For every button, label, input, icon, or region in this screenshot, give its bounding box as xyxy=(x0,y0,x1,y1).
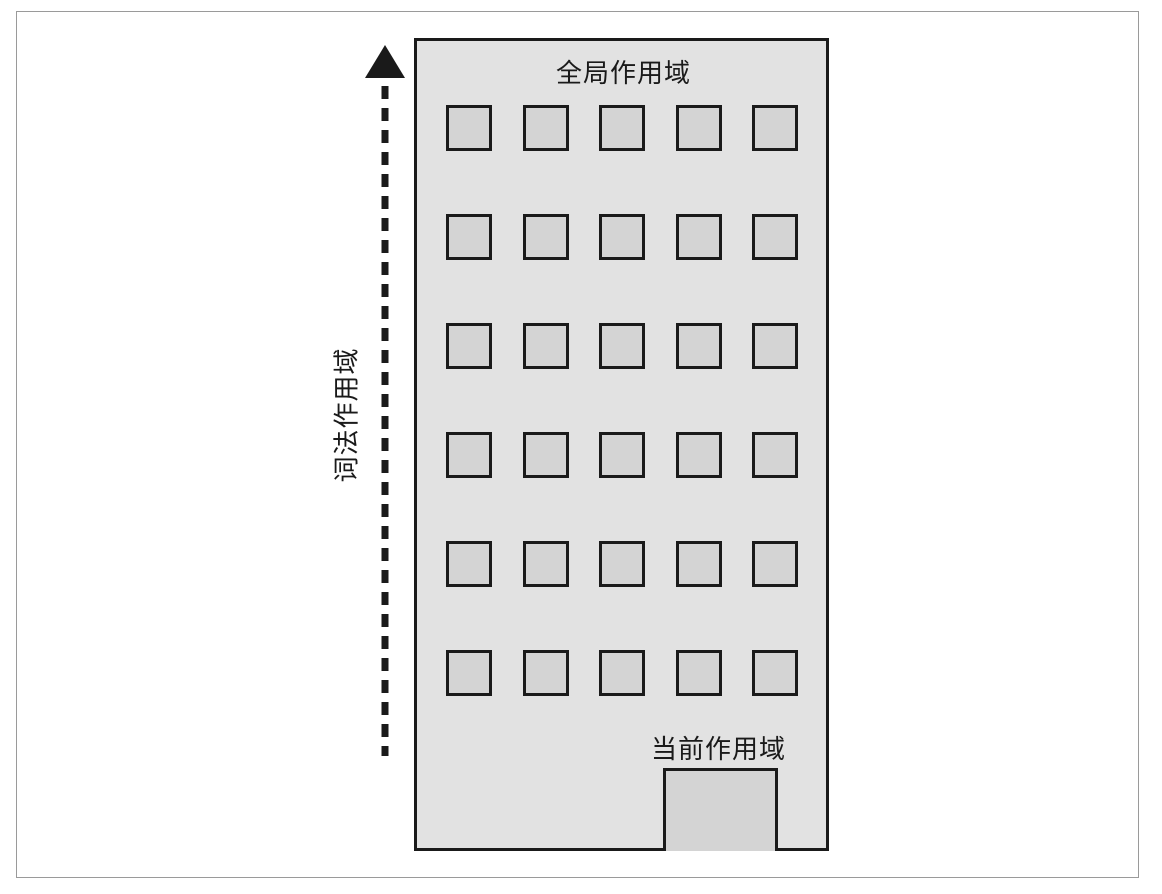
scope-building: 全局作用域 当前作用域 xyxy=(414,38,829,851)
building-window xyxy=(446,432,492,478)
global-scope-label: 全局作用域 xyxy=(555,59,691,89)
building-window xyxy=(599,323,645,369)
building-window xyxy=(675,541,722,587)
building-window xyxy=(522,214,569,260)
building-window xyxy=(446,323,492,369)
building-window xyxy=(675,323,722,369)
dashed-up-arrow-icon xyxy=(365,45,405,756)
building-window xyxy=(522,323,569,369)
building-window xyxy=(599,214,645,260)
building-window xyxy=(522,432,569,478)
building-window xyxy=(522,541,569,587)
building-window xyxy=(446,214,492,260)
building-window xyxy=(446,105,492,151)
building-window xyxy=(675,214,722,260)
building-window xyxy=(675,105,722,151)
current-scope-label: 当前作用域 xyxy=(651,735,787,765)
lexical-scope-label: 词法作用域 xyxy=(332,347,363,483)
building-window xyxy=(752,105,798,151)
building-window xyxy=(522,105,569,151)
building-window xyxy=(599,541,645,587)
building-door xyxy=(663,768,778,851)
building-window xyxy=(675,432,722,478)
building-window xyxy=(599,105,645,151)
building-window xyxy=(752,541,798,587)
building-window xyxy=(752,323,798,369)
building-window xyxy=(752,214,798,260)
building-window xyxy=(675,650,722,696)
building-window xyxy=(446,650,492,696)
building-window xyxy=(599,650,645,696)
building-window xyxy=(752,650,798,696)
building-window xyxy=(752,432,798,478)
building-window xyxy=(522,650,569,696)
building-window xyxy=(599,432,645,478)
arrow-head xyxy=(365,45,405,78)
building-window xyxy=(446,541,492,587)
